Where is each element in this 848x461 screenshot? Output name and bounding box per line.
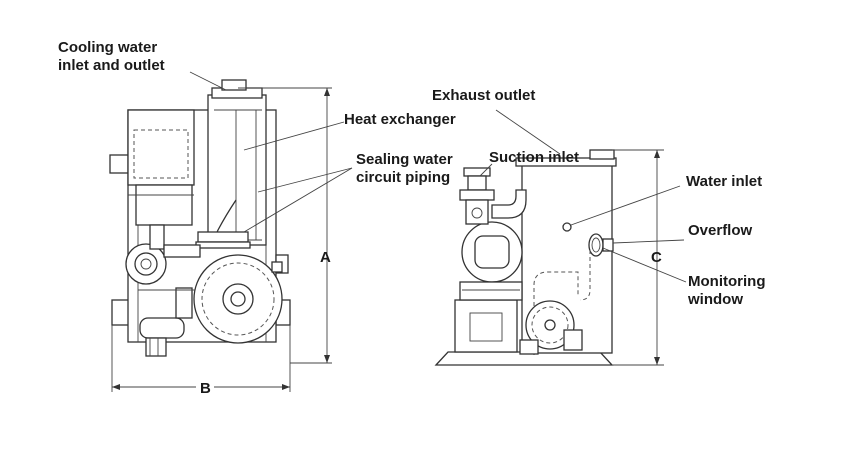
dimension-a: A [238, 87, 332, 364]
label-heat-exchanger: Heat exchanger [344, 111, 456, 128]
label-cooling-water-2: inlet and outlet [58, 57, 165, 74]
side-exhaust-flange [589, 149, 615, 160]
leader-lines [189, 71, 687, 283]
dimension-b: B [111, 325, 291, 397]
label-sealing-water-1: Sealing water [356, 151, 453, 168]
dimension-b-label: B [200, 380, 211, 397]
side-view [434, 149, 617, 366]
dimension-c: C [612, 149, 664, 366]
front-motor-base [135, 184, 193, 226]
label-suction-inlet: Suction inlet [489, 149, 579, 166]
front-heat-exchanger [207, 94, 267, 246]
front-bracket-left [109, 154, 129, 174]
label-overflow: Overflow [688, 222, 753, 239]
side-monitoring-window [588, 233, 604, 257]
dimension-a-label: A [320, 249, 331, 266]
labels: Cooling water inlet and outlet Heat exch… [58, 39, 765, 308]
side-overflow-port [602, 238, 614, 252]
front-drain [145, 337, 167, 357]
label-sealing-water-2: circuit piping [356, 169, 450, 186]
side-water-inlet-port [562, 222, 572, 232]
front-view [109, 79, 291, 357]
label-monitoring-1: Monitoring [688, 273, 765, 290]
label-exhaust-outlet: Exhaust outlet [432, 87, 535, 104]
front-motor [127, 109, 195, 186]
dimension-c-label: C [651, 249, 662, 266]
side-suction-column [465, 199, 489, 225]
label-water-inlet: Water inlet [686, 173, 762, 190]
side-motor-base [454, 299, 518, 353]
label-monitoring-2: window [687, 291, 743, 308]
front-left-foot [111, 299, 131, 326]
side-elbow-pipe [491, 189, 527, 219]
label-cooling-water-1: Cooling water [58, 39, 157, 56]
